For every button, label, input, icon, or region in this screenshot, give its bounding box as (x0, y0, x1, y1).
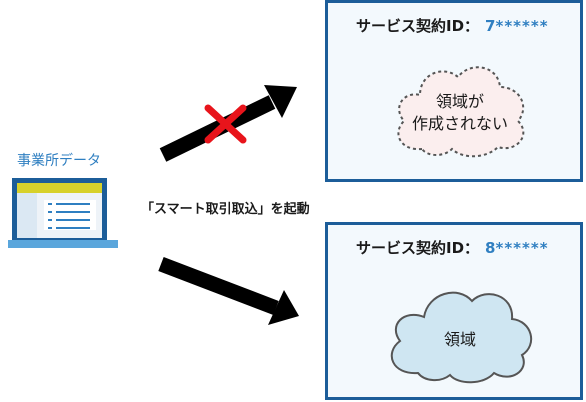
missing-region-label: 領域が 作成されない (400, 91, 520, 135)
service-contract-box-7: サービス契約ID： 7****** 領域が 作成されない (325, 0, 583, 182)
service-contract-box-8: サービス契約ID： 8****** 領域 (325, 222, 583, 400)
region-cloud-icon (390, 291, 533, 384)
missing-region-cloud-icon (397, 66, 525, 158)
region-label: 領域 (400, 329, 520, 351)
office-data-computer-icon (8, 178, 118, 248)
launch-action-label: 「スマート取引取込」を起動 (141, 202, 310, 217)
missing-region-label-line1: 領域が (435, 92, 484, 111)
missing-region-label-line2: 作成されない (411, 114, 508, 133)
contract-id-prefix: サービス契約ID： (356, 17, 480, 35)
lower-arrow (158, 256, 299, 325)
contract-id-digit: 8 (485, 239, 496, 257)
contract-id-label: サービス契約ID： 7****** (356, 15, 549, 36)
blocked-cross-icon (204, 104, 247, 144)
contract-id-mask: ****** (495, 17, 549, 35)
contract-id-mask: ****** (495, 239, 549, 257)
contract-id-digit: 7 (485, 17, 496, 35)
contract-id-label: サービス契約ID： 8****** (356, 237, 549, 258)
office-data-label: 事業所データ (17, 153, 101, 169)
region-label-line1: 領域 (443, 330, 476, 349)
contract-id-prefix: サービス契約ID： (356, 239, 480, 257)
